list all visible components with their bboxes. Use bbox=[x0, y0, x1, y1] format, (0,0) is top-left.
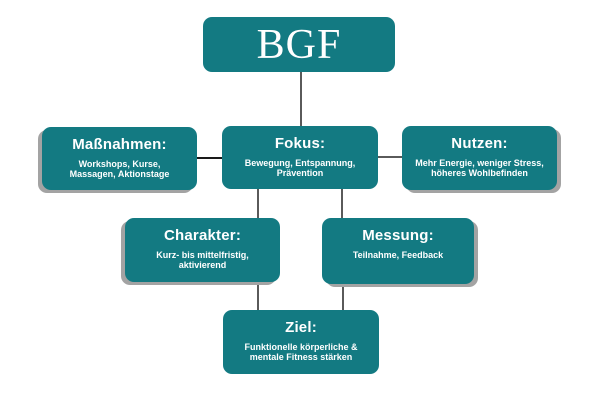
node-massnahmen-body: Workshops, Kurse, Massagen, Aktionstage bbox=[69, 159, 170, 179]
node-charakter-title: Charakter: bbox=[163, 227, 242, 244]
connector-fokus-nutzen bbox=[378, 156, 402, 158]
node-fokus: Fokus: Bewegung, Entspannung, Prävention bbox=[222, 126, 378, 189]
node-messung-body: Teilnahme, Feedback bbox=[352, 250, 444, 260]
node-ziel: Ziel: Funktionelle körperliche & mentale… bbox=[223, 310, 379, 374]
connector-bgf-fokus bbox=[300, 72, 302, 126]
node-nutzen-body: Mehr Energie, weniger Stress, höheres Wo… bbox=[415, 158, 544, 178]
connector-charakter-ziel bbox=[257, 282, 259, 310]
node-charakter: Charakter: Kurz- bis mittelfristig, akti… bbox=[125, 218, 280, 282]
node-nutzen-title: Nutzen: bbox=[451, 135, 508, 152]
node-fokus-title: Fokus: bbox=[274, 135, 326, 152]
node-messung: Messung: Teilnahme, Feedback bbox=[322, 218, 474, 284]
connector-fokus-charakter bbox=[257, 189, 259, 218]
node-messung-title: Messung: bbox=[362, 227, 434, 244]
node-nutzen: Nutzen: Mehr Energie, weniger Stress, hö… bbox=[402, 126, 557, 190]
node-ziel-body: Funktionelle körperliche & mentale Fitne… bbox=[244, 342, 358, 362]
node-bgf-title: BGF bbox=[256, 21, 342, 68]
connector-fokus-messung bbox=[341, 189, 343, 218]
connector-messung-ziel bbox=[342, 284, 344, 310]
node-massnahmen: Maßnahmen: Workshops, Kurse, Massagen, A… bbox=[42, 127, 197, 190]
node-fokus-body: Bewegung, Entspannung, Prävention bbox=[244, 158, 356, 178]
connector-massnahmen-fokus bbox=[197, 157, 222, 159]
node-charakter-body: Kurz- bis mittelfristig, aktivierend bbox=[156, 250, 249, 270]
node-ziel-title: Ziel: bbox=[285, 319, 317, 336]
node-massnahmen-title: Maßnahmen: bbox=[72, 136, 167, 153]
node-bgf: BGF bbox=[203, 17, 395, 72]
